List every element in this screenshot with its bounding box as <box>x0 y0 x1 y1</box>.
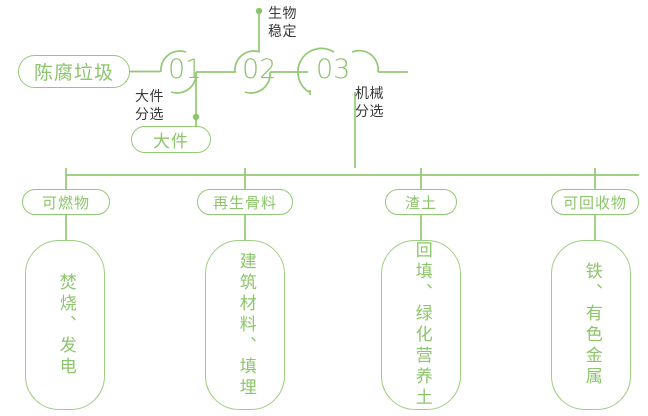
bulky-label-dot <box>192 113 200 121</box>
step-node-03[interactable]: 03 <box>316 56 350 83</box>
category-pill-combustible[interactable]: 可燃物 <box>22 189 110 215</box>
step3-arc-upper-right <box>351 49 379 73</box>
outcome-box-text: 建筑材料、填埋 <box>235 251 256 399</box>
category-pill-slag-soil[interactable]: 渣土 <box>385 189 457 215</box>
step-number-02: 02 <box>242 54 277 85</box>
root-node-label: 陈腐垃圾 <box>33 63 114 84</box>
step-node-02[interactable]: 02 <box>242 56 276 83</box>
step-label-biological-stabilization: 生物 稳定 <box>268 6 297 40</box>
outcome-box-recyclables[interactable]: 铁、有色金属 <box>551 240 631 410</box>
outcome-box-text: 铁、有色金属 <box>581 262 602 388</box>
output-node-bulky-label: 大件 <box>153 132 189 151</box>
root-node[interactable]: 陈腐垃圾 <box>18 55 130 88</box>
bio-label-dot <box>255 7 263 15</box>
outcome-box-slag-soil[interactable]: 回填、绿化营养土 <box>381 240 461 410</box>
step-label-mechanical-sorting: 机械 分选 <box>355 86 384 120</box>
step-number-03: 03 <box>316 54 351 85</box>
step-node-01[interactable]: 01 <box>168 56 202 83</box>
output-node-bulky[interactable]: 大件 <box>131 126 211 153</box>
step-label-bulky-sorting: 大件 分选 <box>135 89 164 123</box>
category-pill-label: 可燃物 <box>41 194 90 212</box>
outcome-box-combustible[interactable]: 焚烧、发电 <box>25 240 105 410</box>
category-pill-label: 渣土 <box>404 194 437 212</box>
category-pill-label: 可回收物 <box>562 194 627 212</box>
outcome-box-text: 回填、绿化营养土 <box>411 241 432 409</box>
outcome-box-text: 焚烧、发电 <box>55 272 76 378</box>
outcome-box-recycled-aggregate[interactable]: 建筑材料、填埋 <box>205 240 285 410</box>
category-pill-label: 再生骨料 <box>212 194 277 212</box>
category-pill-recyclables[interactable]: 可回收物 <box>551 189 639 215</box>
category-pill-recycled-aggregate[interactable]: 再生骨料 <box>197 189 293 215</box>
step-number-01: 01 <box>168 54 203 85</box>
